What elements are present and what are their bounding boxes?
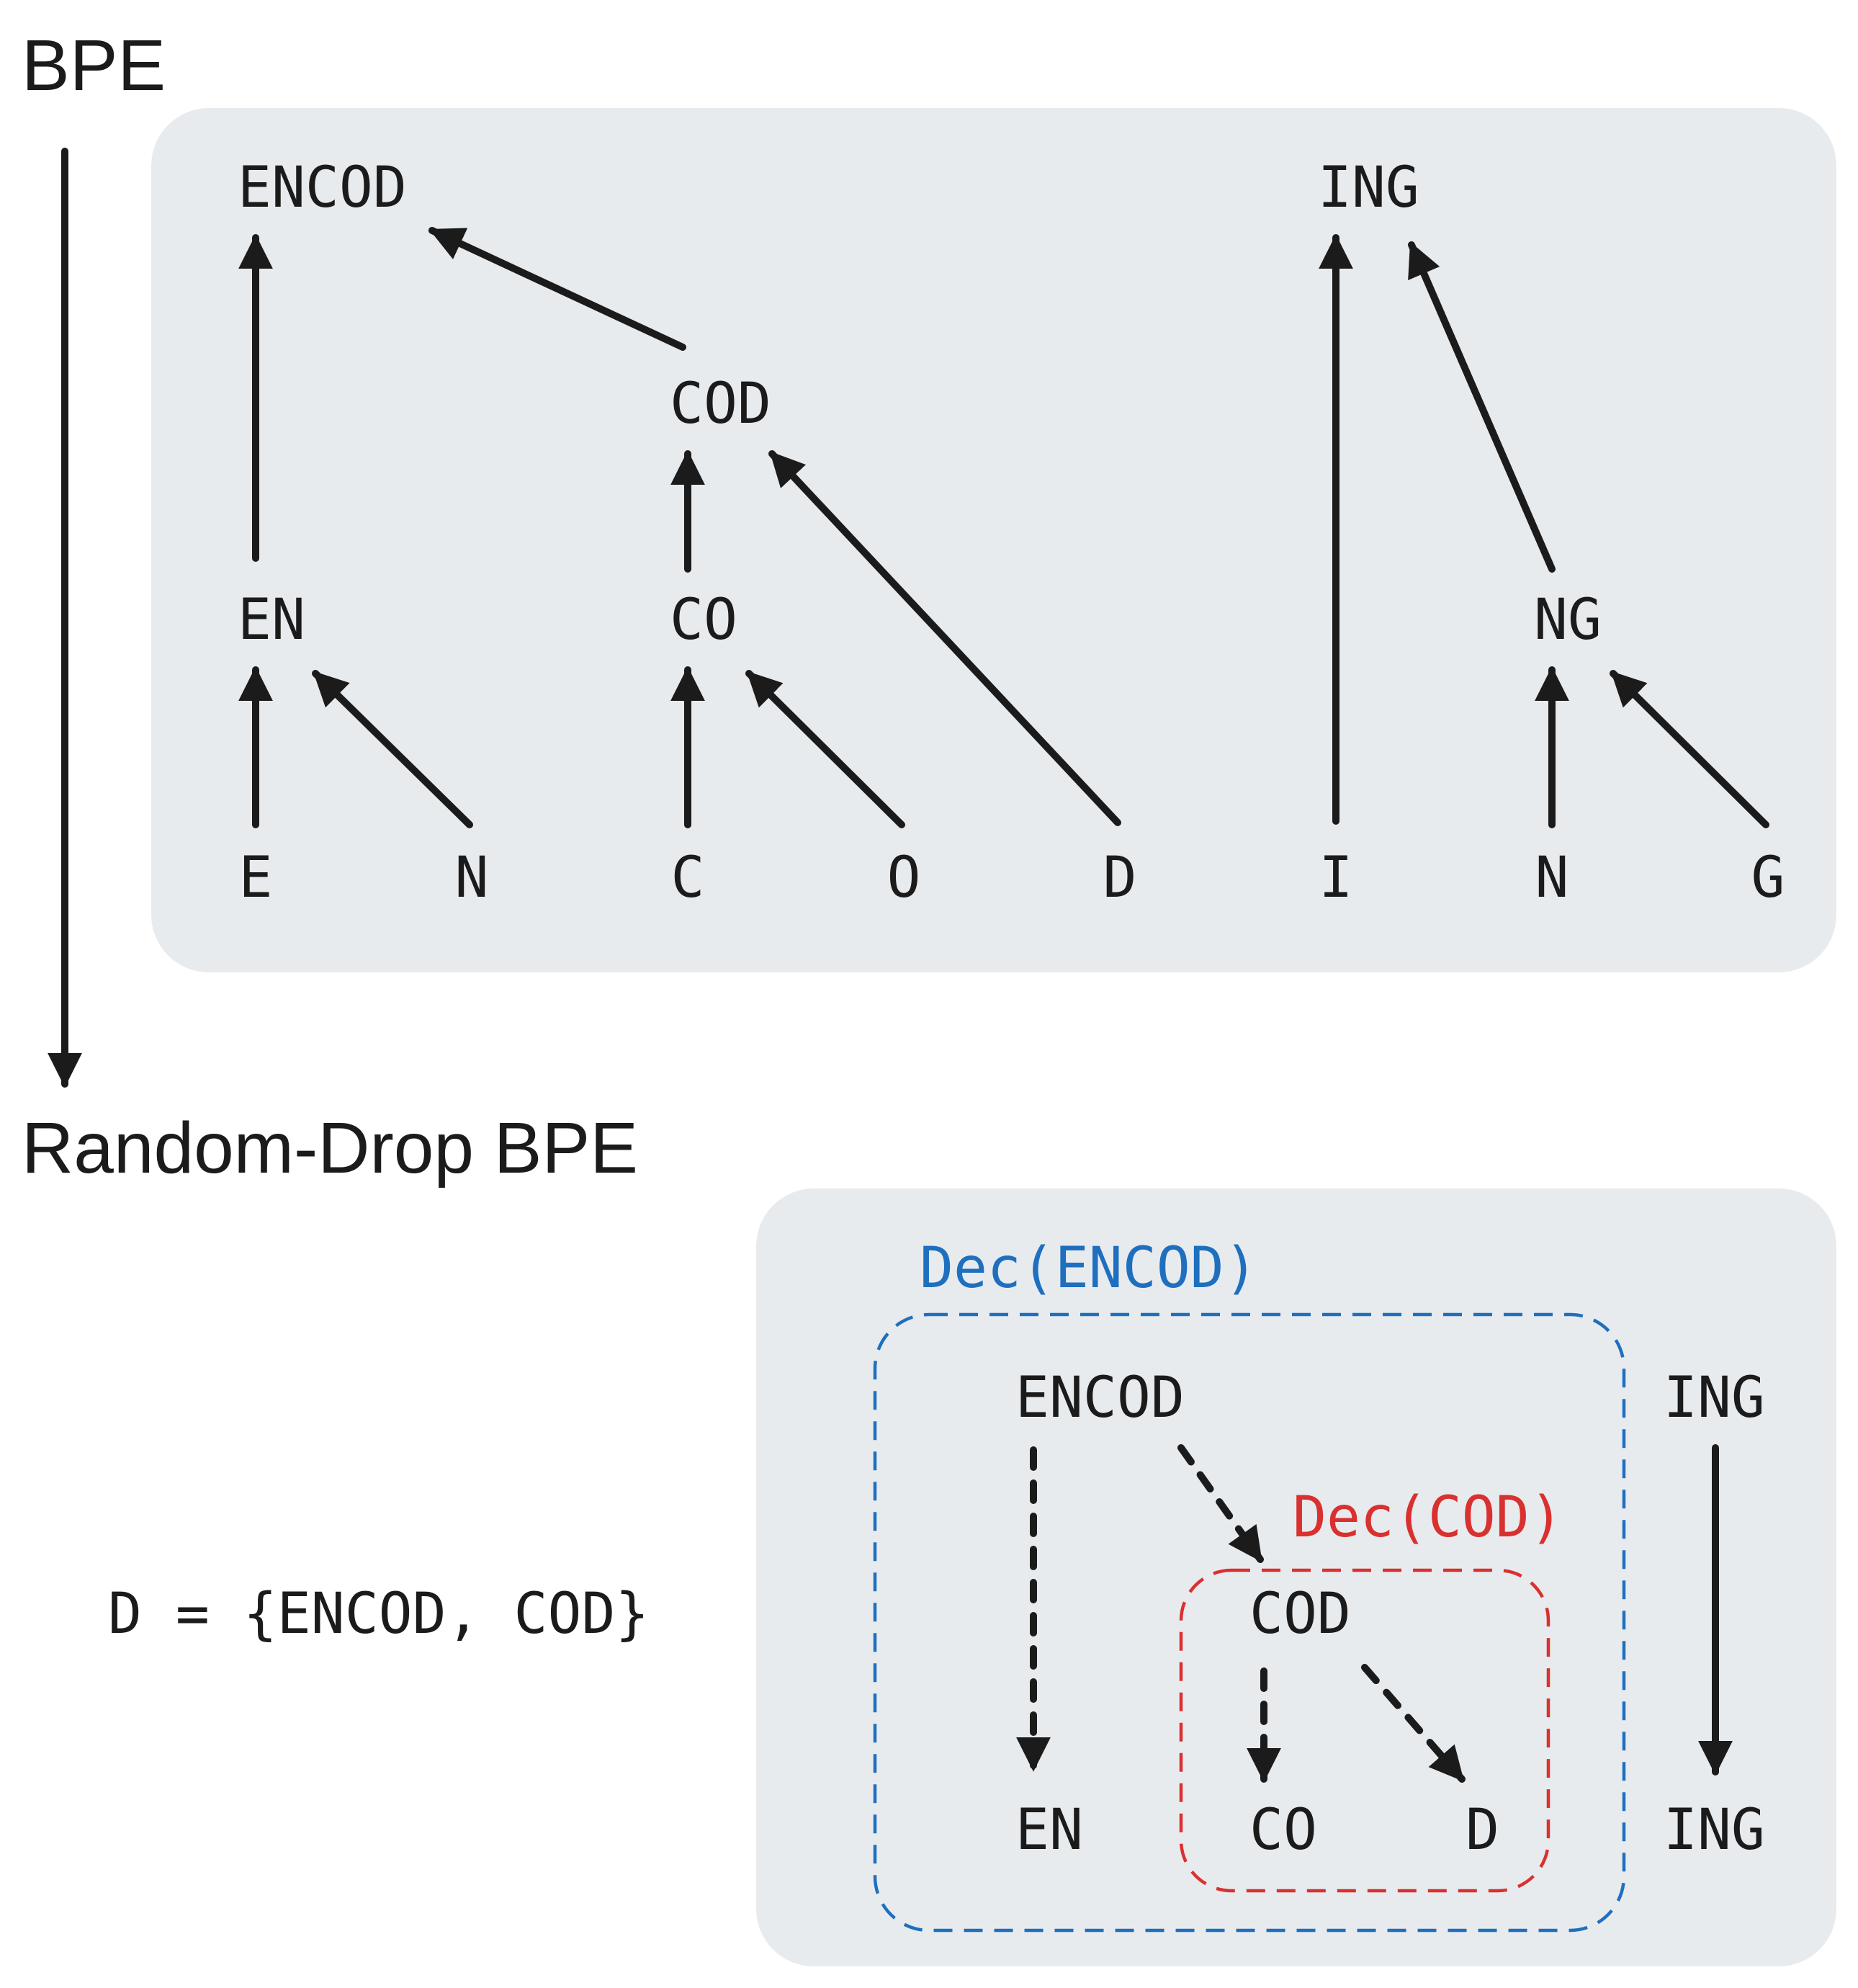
edge-o-co	[745, 670, 905, 828]
bpe-panel	[151, 108, 1836, 972]
bpe-merge-edges	[238, 227, 1769, 828]
rd-token-cod: COD	[1249, 1582, 1351, 1647]
rd-token-ing-bottom: ING	[1664, 1798, 1765, 1863]
token-char: C	[671, 846, 705, 910]
dashed-edge-encod-cod	[1177, 1444, 1264, 1563]
random-drop-panel	[756, 1188, 1836, 1966]
rd-token-co: CO	[1249, 1798, 1317, 1863]
rd-token-ing-top: ING	[1664, 1366, 1765, 1430]
rd-token-encod: ENCOD	[1015, 1366, 1185, 1430]
decomposition-edges	[1015, 1444, 1733, 1783]
edge-ng-ing	[1408, 241, 1556, 573]
outer-decomposition-label: Dec(ENCOD)	[920, 1236, 1258, 1301]
token-cod: COD	[670, 372, 771, 436]
inner-decomposition-box	[1179, 1568, 1550, 1893]
edge-n-en	[312, 670, 473, 828]
edge-d-cod	[768, 450, 1121, 826]
edge-g-ng	[1610, 670, 1769, 828]
token-char: G	[1751, 846, 1785, 910]
inner-decomposition-label: Dec(COD)	[1293, 1485, 1563, 1550]
token-char: D	[1103, 846, 1137, 910]
token-en: EN	[238, 588, 305, 653]
edge-cod-encod	[428, 227, 686, 351]
token-char: N	[455, 846, 489, 910]
token-co: CO	[670, 588, 737, 653]
outer-decomposition-box	[873, 1312, 1626, 1933]
rd-token-en: EN	[1015, 1798, 1083, 1863]
token-char: N	[1535, 846, 1569, 910]
drop-set-definition: D = {ENCOD, COD}	[108, 1582, 649, 1647]
token-char: O	[887, 846, 921, 910]
token-char: E	[239, 846, 273, 910]
token-ng: NG	[1534, 588, 1602, 653]
token-ing: ING	[1318, 156, 1419, 220]
dashed-edge-cod-d	[1361, 1664, 1466, 1783]
rd-token-d: D	[1466, 1798, 1499, 1863]
random-drop-heading: Random-Drop BPE	[22, 1108, 638, 1188]
token-encod: ENCOD	[238, 156, 407, 220]
bpe-heading: BPE	[22, 25, 166, 106]
token-char: I	[1319, 846, 1353, 910]
